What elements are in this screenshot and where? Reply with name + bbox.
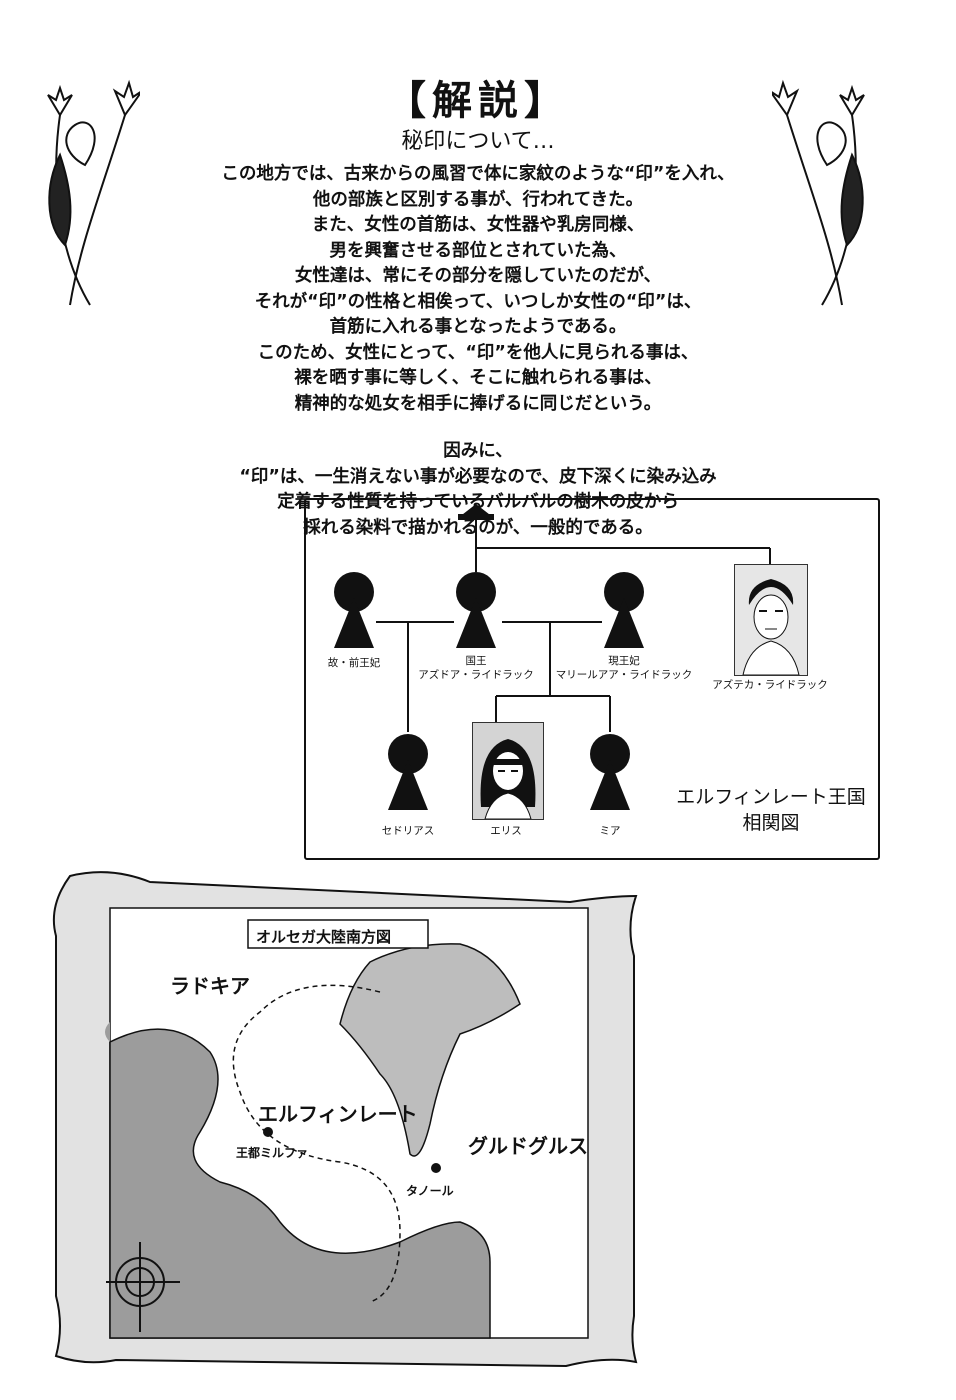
- text-line: 採れる染料で描かれるのが、一般的である。: [303, 517, 653, 538]
- sedrias-label: セドリアス: [381, 825, 435, 837]
- azteca-label: アズテカ・ライドラック: [712, 679, 828, 691]
- mia-label: ミア: [599, 825, 621, 837]
- text-line: 他の部族と区別する事が、行われてきた。: [312, 189, 644, 210]
- map-illustration: [52, 871, 638, 1368]
- explanation-text: この地方では、古来からの風習で体に家紋のような“印”を入れ、 他の部族と区別する…: [140, 162, 816, 541]
- text-line: 定着する性質を持っているバルバルの樹木の皮から: [277, 492, 679, 512]
- text-line: このため、女性にとって、“印”を他人に見られる事は、: [257, 342, 699, 363]
- city-capital: 王都ミルファ: [236, 1146, 309, 1160]
- former-queen-label: 故・前王妃: [327, 657, 381, 669]
- page-title: 【解説】: [386, 77, 570, 124]
- family-chart: 故・前王妃 国王 アズドア・ライドラック 現王妃 マリールアア・ライドラック ア…: [304, 498, 880, 860]
- queen-title-label: 現王妃: [608, 655, 640, 667]
- king-title-label: 国王: [465, 655, 487, 667]
- text-line: 女性達は、常にその部分を隠していたのだが、: [294, 266, 662, 286]
- text-line: 裸を晒す事に等しく、そこに触れられる事は、: [294, 368, 662, 388]
- text-line: 男を興奮させる部位とされていた為、: [329, 240, 627, 261]
- city-tanol: タノール: [406, 1184, 454, 1198]
- text-line: 因みに、: [443, 441, 513, 461]
- eris-label: エリス: [490, 825, 522, 837]
- eris-portrait: [472, 722, 544, 820]
- text-line: “印”は、一生消えない事が必要なので、皮下深くに染み込み: [239, 466, 717, 487]
- tulip-ornament-right: [772, 79, 865, 306]
- text-line: 精神的な処女を相手に捧げるに同じだという。: [294, 393, 662, 414]
- continent-map: オルセガ大陸南方図 ラドキア エルフィンレート グルドグルス 王都ミルファ タノ…: [40, 862, 660, 1374]
- text-line: 首筋に入れる事となったようである。: [329, 317, 627, 337]
- azteca-portrait: [734, 564, 808, 676]
- king-name-label: アズドア・ライドラック: [418, 669, 534, 681]
- region-guldgulus: グルドグルス: [468, 1134, 588, 1158]
- tulip-ornament-left: [47, 79, 140, 306]
- chart-title-line2: 相関図: [742, 812, 800, 834]
- family-tree-lines: [334, 504, 771, 810]
- region-elfinlate: エルフィンレート: [258, 1102, 418, 1126]
- map-title: オルセガ大陸南方図: [256, 928, 392, 946]
- queen-name-label: マリールアア・ライドラック: [555, 669, 693, 681]
- text-line: それが“印”の性格と相俟って、いつしか女性の“印”は、: [254, 291, 702, 312]
- chart-title-line1: エルフィンレート王国: [676, 786, 866, 808]
- region-radikia: ラドキア: [170, 974, 250, 998]
- text-line: また、女性の首筋は、女性器や乳房同様、: [311, 215, 645, 235]
- text-line: この地方では、古来からの風習で体に家紋のような“印”を入れ、: [221, 164, 735, 184]
- page-subtitle: 秘印について…: [401, 129, 555, 154]
- chart-title: エルフィンレート王国 相関図: [666, 784, 876, 836]
